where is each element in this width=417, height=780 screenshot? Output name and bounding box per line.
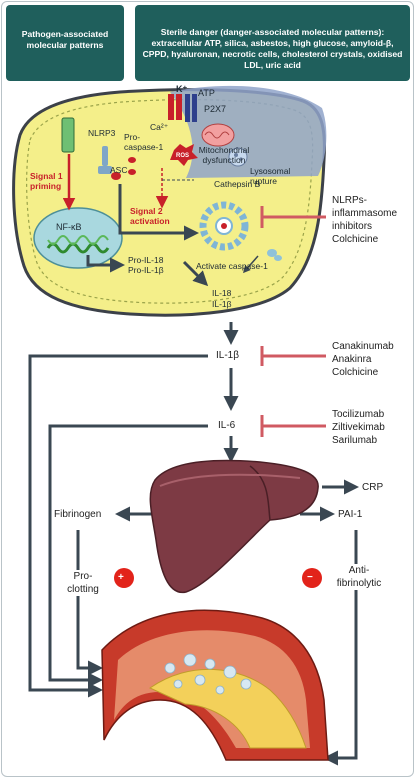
proclotting-label: Pro-clotting [64,570,102,596]
il1b-to-vessel-arrow [28,354,208,698]
minus-label: − [307,572,313,583]
plus-badge-icon [114,568,134,588]
pai1-label: PAI-1 [338,509,363,520]
fibrinogen-to-vessel-arrow [76,530,103,676]
pro-il1b-label: Pro-IL-1β [128,265,164,275]
il1b-node: IL-1β [214,349,241,362]
k-channel-icon [168,94,174,120]
ros-label: ROS [176,153,190,159]
mitochondrion-icon [201,123,235,147]
asc-icon [111,172,121,180]
pro-il18-label: Pro-IL-18 [128,255,164,265]
inflammasome-icon [199,201,249,251]
mito-label: Mitochondrial dysfunction [198,145,250,165]
k-ion-label: K⁺ [176,84,188,94]
lysosomal-label: Lysosomal rupture [250,166,291,186]
minus-badge-icon [302,568,322,588]
p2x7-receptor-icon [185,94,190,122]
pro-caspase-label: Pro-caspase-1 [124,132,164,152]
dna-icon [46,242,110,254]
tlr-receptor [61,117,75,153]
atp-label: ATP [198,88,215,98]
nlrp-inhibitors-label: NLRPs-inflammasome inhibitors Colchicine [332,195,398,245]
nucleus [33,207,123,269]
nlrp3-label: NLRP3 [88,128,116,138]
il18-label: IL-18 [212,288,232,298]
signal1-label: Signal 1 priming [30,171,63,191]
nfkb-label: NF-κB [56,222,82,232]
blood-vessel-icon [101,609,329,761]
plus-label: + [118,572,124,583]
header-pamps: Pathogen-associated molecular patterns [6,5,124,81]
pro-caspase-icon [128,157,136,163]
header-damps: Sterile danger (danger-associated molecu… [135,5,410,81]
il1b-out-label: IL-1β [212,299,232,309]
signal2-label: Signal 2 activation [130,206,170,226]
fibrinogen-label: Fibrinogen [54,509,102,520]
ros-burst-icon [170,144,198,166]
ca-ion-label: Ca²⁺ [150,122,169,132]
liver-icon [149,459,319,594]
pro-il-to-il-arrow [182,260,209,287]
asc-to-inflammasome-arrow [118,184,199,241]
nfkb-to-pro-il-arrow [86,255,125,273]
antifibrinolytic-label: Anti-fibrinolytic [334,564,384,590]
nlrp3-icon [102,146,108,166]
active-caspase-label: Activate caspase-1 [196,261,268,271]
lysosome-icon [228,147,248,167]
il1-inhibitors-label: Canakinumab Anakinra Colchicine [332,341,394,378]
il6-node: IL-6 [216,419,238,432]
il6-to-vessel-arrow [48,424,208,688]
organelle-er [170,85,327,178]
il6-inhibitors-label: Tocilizumab Ziltivekimab Sarilumab [332,409,385,446]
pai1-to-vessel-arrow [323,530,358,766]
crp-label: CRP [362,482,384,493]
p2x7-label: P2X7 [204,104,227,114]
asc-label: ASC [110,165,128,175]
active-caspase-icon [267,249,277,257]
cathepsin-label: Cathepsin B [214,179,261,189]
